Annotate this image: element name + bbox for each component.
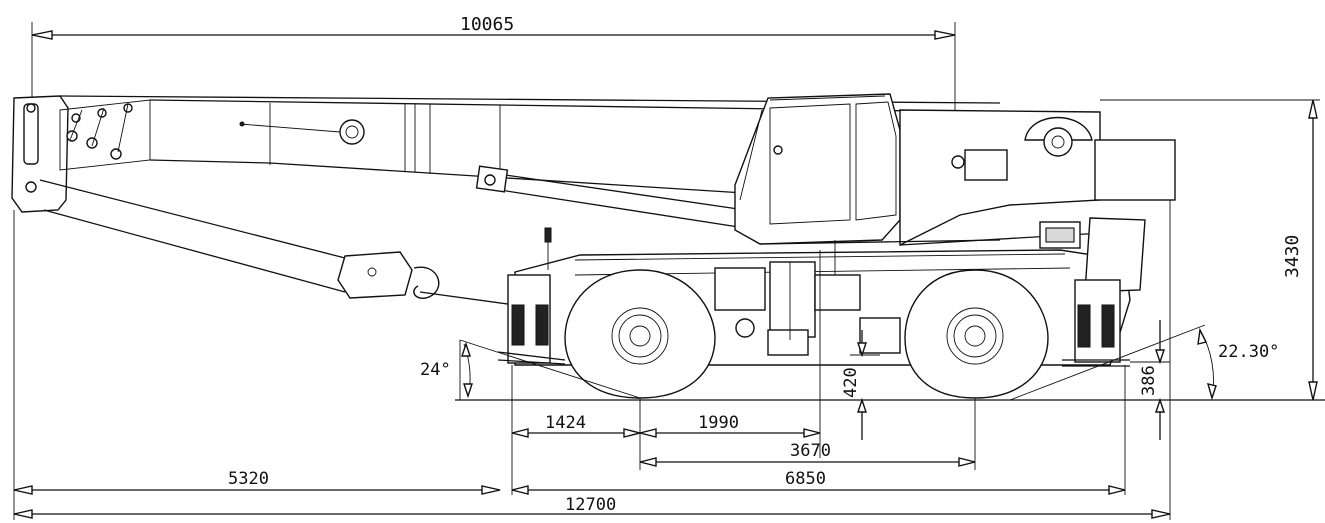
dim-center-to-rear-axle: 3670 (639, 441, 976, 467)
front-outrigger (497, 274, 566, 365)
dim-axle-to-outrigger: 6850 (511, 469, 1126, 495)
label-ground-clearance: 420 (841, 367, 861, 398)
label-overall-length: 12700 (565, 495, 616, 515)
dim-departure-angle: 22.30° (1009, 324, 1279, 401)
label-boom-reach: 10065 (460, 14, 514, 35)
label-axle-to-center: 1990 (698, 413, 739, 433)
label-approach-angle: 24° (420, 360, 451, 380)
dim-outrigger-height: 386 (1130, 320, 1170, 440)
dim-boom-reach: 10065 (31, 14, 956, 160)
label-axle-to-outrigger: 6850 (785, 469, 826, 489)
front-wheel (564, 269, 716, 399)
label-center-to-rear-axle: 3670 (790, 441, 831, 461)
label-overall-height: 3430 (1282, 235, 1303, 278)
rear-outrigger (1062, 279, 1130, 367)
rear-wheel (904, 269, 1049, 399)
label-boom-overhang: 5320 (228, 469, 269, 489)
dim-front-outrigger-to-axle: 1424 (511, 413, 641, 438)
dim-approach-angle: 24° (420, 339, 641, 400)
hook-block (39, 179, 516, 306)
dim-axle-to-center: 1990 (639, 413, 821, 438)
label-outrigger-height: 386 (1139, 365, 1159, 396)
extension-lines (13, 200, 1171, 520)
dim-ground-clearance: 420 (841, 330, 880, 440)
label-departure-angle: 22.30° (1218, 342, 1279, 362)
dim-boom-overhang: 5320 (13, 469, 501, 495)
dim-overall-length: 12700 (13, 495, 1171, 519)
dim-overall-height: 3430 (1100, 99, 1320, 401)
label-front-outrigger-to-axle: 1424 (545, 413, 586, 433)
cab (734, 93, 901, 245)
superstructure (759, 109, 1176, 247)
